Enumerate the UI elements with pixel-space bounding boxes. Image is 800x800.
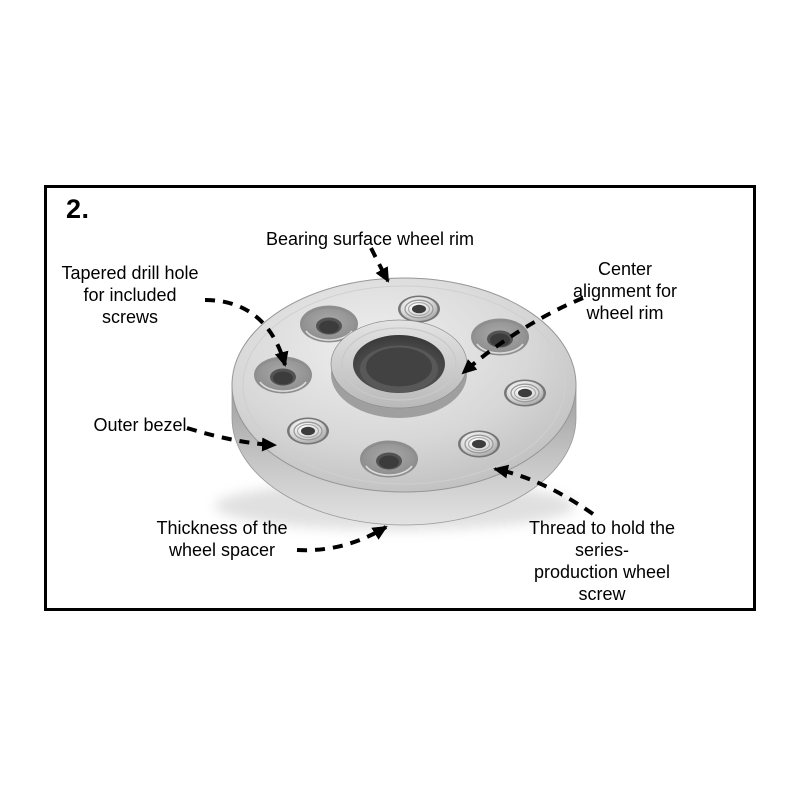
arrow-tapered-hole <box>204 298 289 367</box>
label-bearing-surface: Bearing surface wheel rim <box>265 229 475 249</box>
label-outer-bezel: Outer bezel <box>93 415 187 435</box>
threaded-hole <box>397 294 441 324</box>
threaded-hole <box>457 429 501 459</box>
threaded-hole <box>503 378 547 408</box>
tapered-hole <box>470 317 530 357</box>
tapered-hole <box>359 439 419 479</box>
arrow-center-alignment <box>461 296 584 375</box>
label-thickness: Thickness of the wheel spacer <box>156 518 288 560</box>
threaded-hole <box>286 416 330 446</box>
callout-arrows <box>186 247 595 553</box>
label-center-alignment: Center alignment for wheel rim <box>572 259 678 323</box>
wheel-spacer-illustration <box>186 247 595 553</box>
label-tapered-drill-hole: Tapered drill hole for included screws <box>61 263 199 327</box>
wheel-spacer <box>215 277 577 530</box>
diagram-frame: 2. Bearing surface wheel rim Tapered dri… <box>44 185 756 611</box>
arrow-bearing-surface <box>369 247 390 283</box>
center-bore <box>330 319 468 418</box>
arrow-thread <box>493 464 595 516</box>
step-number: 2. <box>66 194 90 224</box>
arrow-thickness <box>296 525 388 553</box>
label-thread: Thread to hold the series- production wh… <box>528 518 676 604</box>
